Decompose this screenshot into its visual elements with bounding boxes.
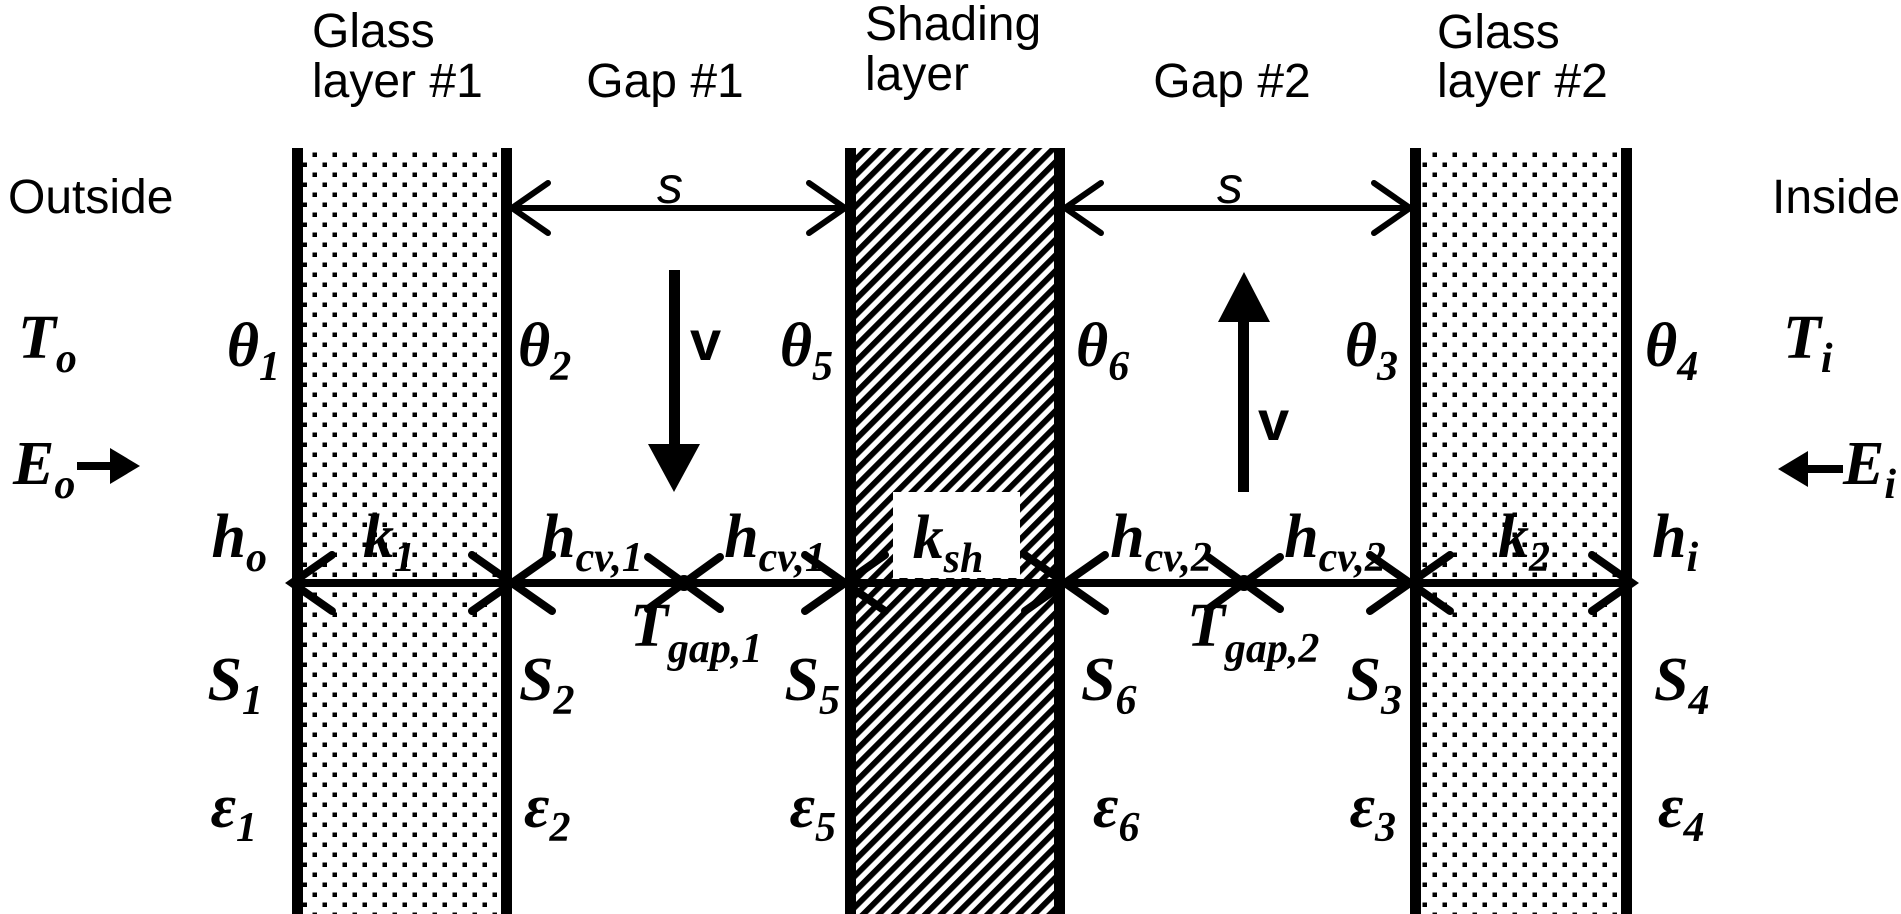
label-hcv2-right: hcv,2: [1284, 503, 1386, 581]
label-E-outdoor: Eo: [12, 430, 75, 508]
label-theta-1: θ1: [227, 312, 280, 390]
label-h-indoor: hi: [1652, 503, 1698, 581]
left-arrowhead: [1778, 451, 1808, 487]
gap1-spacing-arrow: [506, 180, 851, 236]
label-T-outdoor: To: [18, 304, 77, 382]
label-S-4: S4: [1654, 646, 1709, 724]
inside-label: Inside: [1772, 171, 1900, 224]
label-S-5: S5: [785, 646, 840, 724]
gap1-velocity-label: v: [690, 309, 721, 372]
indoor-irradiance-arrow: [1778, 451, 1843, 487]
gap1-mid-node: [676, 575, 692, 591]
glass-layer-1-outer-surface: [292, 148, 303, 914]
label-k-glass2: k2: [1498, 503, 1550, 581]
down-arrowhead: [648, 444, 700, 492]
glass-layer-2-inner-surface: [1410, 148, 1421, 914]
axis-arrowhead-outer-left: [285, 551, 336, 615]
label-S-1: S1: [208, 646, 263, 724]
label-k-glass1: k1: [363, 503, 415, 581]
label-theta-6: θ6: [1076, 312, 1129, 390]
outdoor-irradiance-arrow: [77, 448, 140, 484]
shading-layer-right-surface: [1054, 148, 1065, 914]
heat-transfer-axis: [285, 551, 1639, 615]
gap2-spacing-label: s: [1217, 157, 1243, 215]
label-epsilon-4: ε4: [1658, 773, 1704, 851]
gap1-spacing-label: s: [657, 157, 683, 215]
right-arrowhead: [110, 448, 140, 484]
label-S-6: S6: [1081, 646, 1136, 724]
gap2-velocity-arrow: [1218, 272, 1270, 492]
label-T-indoor: Ti: [1783, 304, 1833, 382]
glass-layer-2-body: [1421, 148, 1621, 914]
label-theta-3: θ3: [1345, 312, 1398, 390]
label-theta-2: θ2: [518, 312, 571, 390]
shading-layer-left-surface: [845, 148, 856, 914]
glass-layer-1: [292, 148, 512, 914]
shading-layer: [845, 148, 1065, 914]
label-S-3: S3: [1347, 646, 1402, 724]
glass-layer-2-outer-surface: [1621, 148, 1632, 914]
gap2-velocity-label: v: [1258, 389, 1289, 452]
gap1-velocity-arrow: [648, 270, 700, 492]
label-theta-5: θ5: [780, 312, 833, 390]
label-epsilon-2: ε2: [524, 773, 570, 851]
label-epsilon-6: ε6: [1093, 773, 1139, 851]
glass-layer-1-body: [303, 148, 501, 914]
label-hcv1-left: hcv,1: [541, 503, 643, 581]
label-S-2: S2: [519, 646, 574, 724]
title-glass-layer-2-line1: Glass: [1437, 6, 1560, 59]
up-arrowhead: [1218, 272, 1270, 322]
label-T-gap2: Tgap,2: [1187, 592, 1319, 672]
label-epsilon-5: ε5: [790, 773, 836, 851]
title-gap-2: Gap #2: [1153, 55, 1310, 108]
label-E-indoor: Ei: [1842, 430, 1896, 508]
gap2-spacing-arrow: [1059, 180, 1416, 236]
ksh-label-box: [893, 492, 1020, 578]
title-glass-layer-1-line2: layer #1: [312, 55, 483, 108]
title-shading-layer-line2: layer: [865, 48, 969, 101]
title-glass-layer-2-line2: layer #2: [1437, 55, 1608, 108]
label-k-shading: ksh: [913, 504, 984, 582]
label-epsilon-3: ε3: [1350, 773, 1396, 851]
title-glass-layer-1-line1: Glass: [312, 5, 435, 58]
label-theta-4: θ4: [1645, 312, 1698, 390]
label-hcv2-left: hcv,2: [1110, 503, 1212, 581]
glass-layer-1-inner-surface: [501, 148, 512, 914]
axis-arrowhead-outer-right: [1588, 551, 1639, 615]
label-h-outdoor: ho: [212, 503, 267, 581]
outside-label: Outside: [8, 171, 173, 224]
title-gap-1: Gap #1: [586, 55, 743, 108]
gap2-mid-node: [1236, 575, 1252, 591]
label-T-gap1: Tgap,1: [630, 592, 762, 672]
title-shading-layer-line1: Shading: [865, 0, 1041, 51]
label-epsilon-1: ε1: [211, 773, 257, 851]
label-hcv1-right: hcv,1: [724, 503, 826, 581]
glass-layer-2: [1410, 148, 1632, 914]
